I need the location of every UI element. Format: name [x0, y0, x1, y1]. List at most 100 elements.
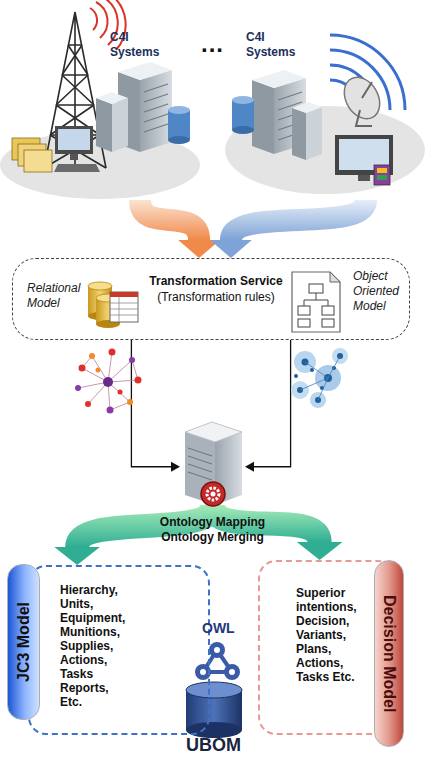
- process-label: Ontology Mapping Ontology Merging: [150, 515, 275, 545]
- system-label: C4I Systems: [110, 30, 159, 60]
- table-icon: [110, 292, 138, 322]
- connector-arrow: [131, 340, 180, 472]
- graph-icon: [89, 353, 95, 359]
- workstation: [377, 175, 387, 180]
- database-cylinder: [232, 96, 254, 134]
- class-diagram-icon: [298, 319, 310, 327]
- graph-icon: [291, 348, 348, 408]
- model-box: JC3 ModelHierarchy, Units, Equipment, Mu…: [28, 565, 210, 735]
- database-cylinder: [232, 100, 254, 130]
- database-cylinder: [232, 96, 254, 104]
- server-rack: [140, 70, 172, 152]
- ontology-server-icon: [185, 422, 242, 505]
- workstation: [55, 126, 93, 154]
- server-rack: [252, 80, 274, 154]
- workstation: [58, 129, 90, 150]
- graph-icon: [109, 349, 116, 356]
- item-list: Superior intentions, Decision, Variants,…: [296, 586, 357, 684]
- system-label: C4I Systems: [246, 30, 295, 60]
- satellite-dish: [337, 71, 387, 125]
- folder-stack: [24, 150, 52, 172]
- table-icon: [110, 292, 138, 297]
- graph-icon: [75, 385, 81, 391]
- workstation: [377, 168, 387, 173]
- server-rack: [252, 70, 306, 88]
- transformation-box: Relational Model Transformation Service (…: [12, 258, 410, 340]
- owl-logo: [200, 669, 206, 675]
- gear-icon: [211, 492, 216, 497]
- service-title: Transformation Service (Transformation r…: [141, 273, 291, 305]
- workstation: [54, 164, 100, 172]
- graph-icon: [294, 374, 298, 378]
- graph-icon: [78, 352, 138, 410]
- arrow-head: [245, 462, 254, 472]
- ellipsis-mark: ...: [201, 30, 224, 58]
- item-list: Hierarchy, Units, Equipment, Munitions, …: [60, 583, 125, 709]
- database-label: UBOM: [186, 735, 241, 756]
- table-icon: [110, 292, 138, 322]
- radio-tower: [50, 45, 100, 135]
- connector-arrow: [245, 340, 291, 472]
- server-rack: [96, 98, 112, 152]
- flow-band: [140, 200, 199, 240]
- arrow-head: [297, 542, 343, 560]
- owl-logo: [229, 669, 235, 675]
- graph-icon: [79, 365, 86, 372]
- arrow-head: [171, 462, 180, 472]
- relational-db-icon: [88, 282, 112, 290]
- connector-line: [254, 340, 291, 467]
- radio-waves: [90, 8, 97, 30]
- ontology-server-icon: [185, 422, 242, 442]
- database-cylinder: [168, 106, 190, 114]
- database-cylinder: [168, 136, 190, 144]
- server-rack: [306, 107, 322, 160]
- owl-logo: [195, 642, 240, 680]
- model-label: Relational Model: [27, 281, 80, 311]
- workstation: [335, 135, 393, 175]
- server-rack: [144, 84, 168, 132]
- server-rack: [252, 70, 322, 160]
- workstation: [374, 165, 390, 185]
- graph-icon: [107, 407, 114, 414]
- graph-icon: [127, 399, 133, 405]
- class-diagram-icon: [292, 272, 340, 332]
- gear-icon: [201, 482, 225, 506]
- class-diagram-icon: [322, 306, 334, 315]
- class-diagram-icon: [304, 293, 328, 306]
- server-rack: [118, 62, 172, 80]
- graph-icon: [135, 377, 142, 384]
- graph-icon: [129, 357, 135, 363]
- satellite-dish: [337, 71, 387, 126]
- database-cylinder: [168, 110, 190, 140]
- ubom-database: [186, 682, 242, 698]
- graph-icon: [78, 352, 138, 410]
- system-cluster: C4I Systems: [0, 0, 200, 200]
- workstation: [54, 126, 100, 172]
- flow-arrow: [140, 200, 220, 258]
- arrow-head: [54, 547, 100, 565]
- server-rack: [96, 62, 172, 152]
- owl-logo: [209, 642, 225, 658]
- class-diagram-icon: [298, 284, 334, 327]
- model-tab: Decision Model: [374, 560, 404, 747]
- model-label: Object Oriented Model: [353, 269, 399, 314]
- workstation: [335, 135, 393, 185]
- class-diagram-icon: [298, 306, 310, 315]
- graph-icon: [103, 377, 113, 387]
- gear-icon: [207, 488, 219, 500]
- graph-icon: [96, 368, 101, 373]
- model-tab: JC3 Model: [7, 564, 40, 720]
- graph-icon: [85, 401, 91, 407]
- database-cylinder: [232, 126, 254, 134]
- server-rack: [292, 108, 306, 160]
- connector-line: [131, 340, 171, 467]
- gear-icon: [201, 482, 225, 506]
- database-cylinder: [168, 106, 190, 144]
- logo-label: OWL: [202, 620, 235, 636]
- table-icon: [110, 297, 138, 322]
- graph-icon: [75, 349, 142, 414]
- graph-icon: [118, 390, 123, 395]
- server-rack: [96, 92, 128, 104]
- class-diagram-icon: [292, 272, 340, 332]
